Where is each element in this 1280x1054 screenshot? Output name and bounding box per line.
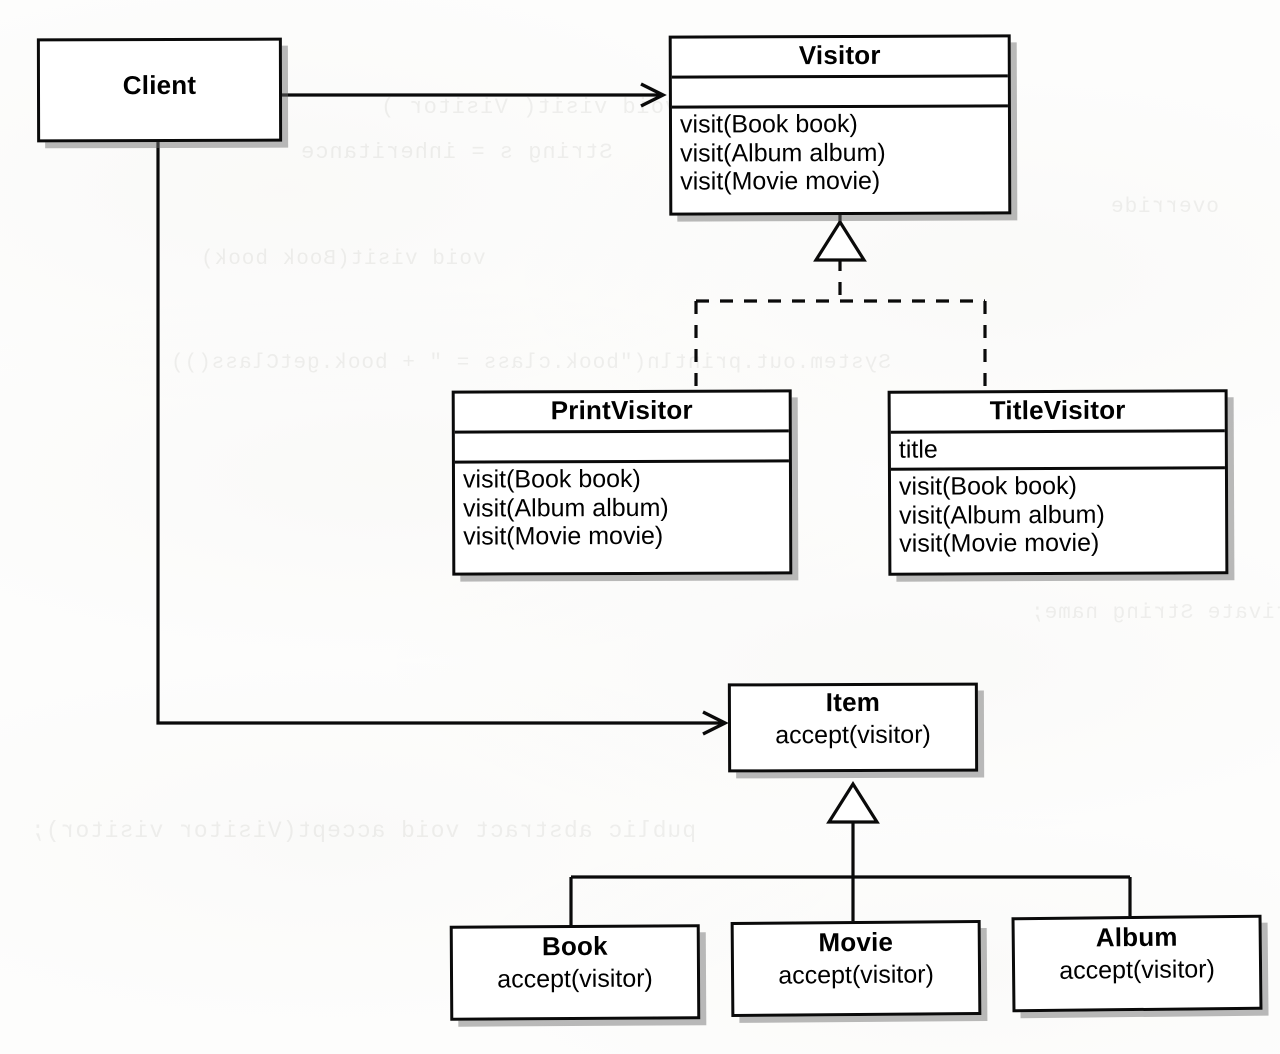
class-operation-album: accept(visitor) (1059, 955, 1216, 985)
bleed-text: String s = inheritance (300, 140, 613, 165)
class-box-movie[interactable]: Movie accept(visitor) (730, 920, 982, 1017)
class-attributes-titlevisitor: title (890, 429, 1225, 468)
relationship-item-generalizations (569, 781, 1132, 925)
operation: visit(Book book) (898, 472, 1077, 501)
class-name-printvisitor: PrintVisitor (550, 394, 693, 426)
bleed-text: override (1110, 196, 1219, 219)
bleed-text: void visit(Book book) (200, 248, 486, 271)
class-box-book[interactable]: Book accept(visitor) (449, 924, 701, 1021)
class-operation-item: accept(visitor) (775, 720, 931, 750)
operation: visit(Album album) (680, 138, 886, 168)
class-name-movie: Movie (818, 926, 894, 958)
class-box-client[interactable]: Client (36, 37, 283, 143)
relationship-visitor-realizations (694, 214, 987, 390)
operation: visit(Album album) (899, 500, 1105, 530)
attribute: title (898, 435, 938, 464)
class-name-item: Item (825, 686, 881, 718)
class-box-album[interactable]: Album accept(visitor) (1011, 914, 1263, 1013)
class-box-item[interactable]: Item accept(visitor) (727, 682, 979, 773)
class-box-printvisitor[interactable]: PrintVisitor visit(Book book) visit(Albu… (451, 389, 793, 576)
operation: visit(Book book) (679, 110, 858, 139)
class-box-visitor[interactable]: Visitor visit(Book book) visit(Album alb… (668, 34, 1012, 216)
class-attributes-printvisitor (454, 429, 789, 461)
class-operation-book: accept(visitor) (497, 964, 653, 994)
operation: visit(Movie movie) (899, 528, 1100, 558)
class-name-book: Book (541, 930, 608, 962)
class-name-client: Client (122, 69, 197, 101)
class-operation-movie: accept(visitor) (778, 960, 934, 990)
class-box-titlevisitor[interactable]: TitleVisitor title visit(Book book) visi… (887, 389, 1229, 576)
operation: visit(Album album) (463, 493, 669, 523)
class-operations-visitor: visit(Book book) visit(Album album) visi… (671, 104, 1009, 203)
class-name-titlevisitor: TitleVisitor (989, 394, 1126, 426)
class-name-album: Album (1095, 921, 1178, 953)
bleed-text: public abstract void accept(Visitor visi… (30, 818, 697, 844)
operation: visit(Movie movie) (463, 521, 664, 551)
operation: visit(Book book) (462, 465, 641, 494)
class-name-visitor: Visitor (798, 39, 881, 71)
class-attributes-visitor (671, 74, 1008, 106)
class-operations-printvisitor: visit(Book book) visit(Album album) visi… (454, 459, 790, 558)
relationship-client-to-visitor (282, 82, 667, 108)
operation: visit(Movie movie) (680, 166, 881, 196)
class-operations-titlevisitor: visit(Book book) visit(Album album) visi… (890, 466, 1226, 565)
bleed-text: System.out.println("book.class = " + boo… (170, 352, 891, 375)
bleed-text: private String name; (1030, 602, 1280, 625)
